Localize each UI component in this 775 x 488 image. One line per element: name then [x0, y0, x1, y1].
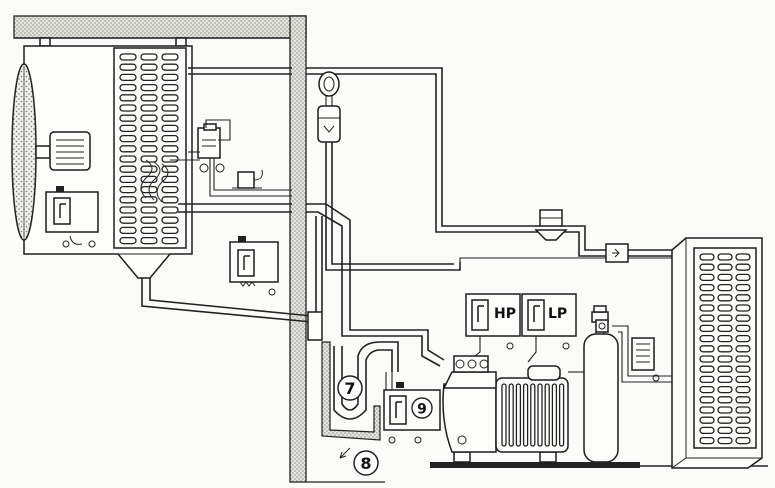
label-8: 8 — [360, 454, 371, 473]
service-valve-icon — [595, 319, 609, 333]
sight-glass-icon — [318, 71, 340, 97]
room-wall — [13, 15, 307, 483]
wall-penetrations — [307, 311, 323, 341]
lp-pressure-switch-icon: LP — [521, 293, 577, 363]
evaporator-coil-fins — [119, 53, 179, 245]
accumulator-heater-icon — [321, 341, 381, 441]
room-thermostat-icon — [229, 236, 279, 296]
hp-label: HP — [494, 306, 516, 322]
outdoor-solenoid-valve-icon — [534, 209, 568, 241]
receiver-icon — [583, 305, 619, 463]
condenser-coil-fins — [699, 253, 751, 445]
marker-7: 7 — [337, 375, 363, 401]
drain-heater-icon — [631, 337, 660, 382]
label-9: 9 — [417, 402, 427, 418]
fan-icon — [11, 63, 37, 241]
condenser-unit — [671, 237, 763, 469]
compressor-icon — [430, 355, 640, 468]
marker-8: 8 — [339, 447, 379, 476]
hp-pressure-switch-icon: HP — [465, 293, 521, 361]
fan-motor-icon — [35, 131, 91, 171]
lp-label: LP — [548, 306, 567, 322]
solenoid-valve-icon — [232, 169, 263, 189]
indoor-piping — [140, 67, 313, 323]
inline-filter-icon — [605, 243, 629, 263]
filter-drier-icon — [317, 105, 341, 143]
starter-box-icon: 9 — [383, 382, 441, 444]
label-7: 7 — [344, 379, 355, 398]
expansion-valve-icon — [197, 123, 225, 173]
evaporator-thermostat-icon — [45, 186, 99, 248]
